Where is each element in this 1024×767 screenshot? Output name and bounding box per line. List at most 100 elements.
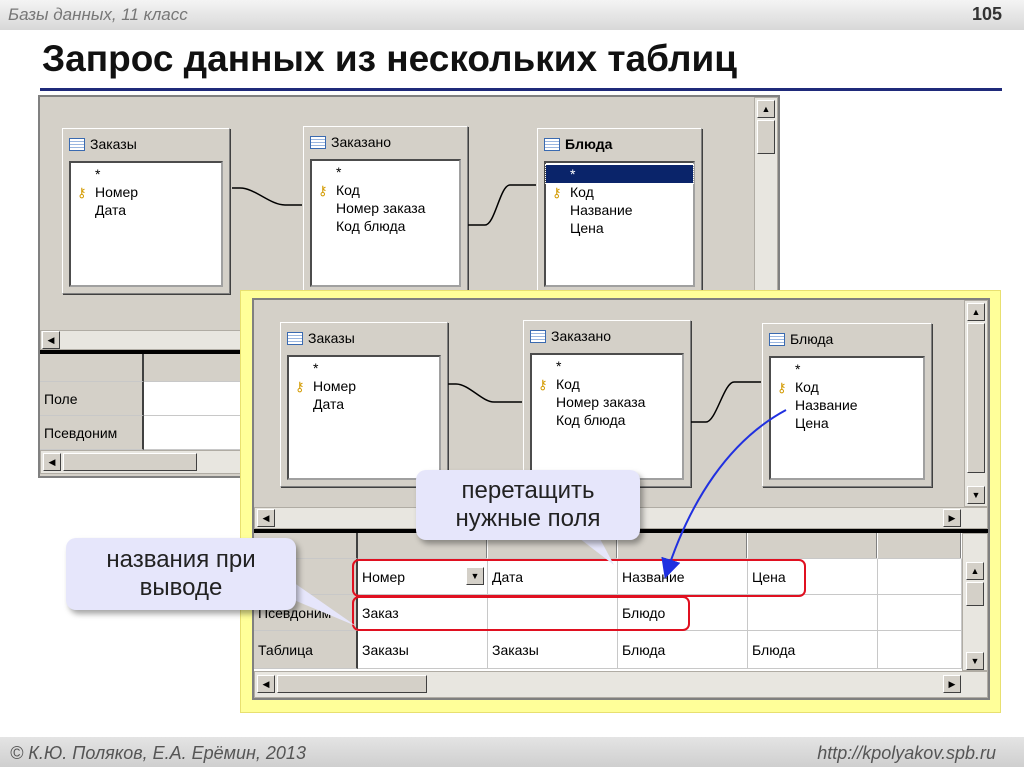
scroll-up-icon[interactable]: ▲ bbox=[967, 303, 985, 321]
grid-row-label: Таблица bbox=[254, 631, 358, 669]
scroll-left-icon[interactable]: ◀ bbox=[43, 453, 61, 471]
field-name: Номер заказа bbox=[336, 200, 426, 216]
scroll-right-icon[interactable]: ▶ bbox=[943, 675, 961, 693]
field-item[interactable]: Дата bbox=[71, 201, 221, 219]
vertical-scrollbar[interactable]: ▲ ▼ bbox=[964, 300, 988, 507]
field-item[interactable]: * bbox=[771, 360, 923, 378]
grid-cell-text: Блюда bbox=[622, 642, 666, 658]
table-name: Заказы bbox=[308, 330, 355, 346]
alias-callout: названия при выводе bbox=[66, 538, 296, 610]
grid-cell[interactable]: Номер ▼ bbox=[358, 559, 488, 595]
grid-cell[interactable]: Заказы bbox=[358, 631, 488, 669]
table-name: Заказано bbox=[331, 134, 392, 150]
field-name: Дата bbox=[95, 202, 127, 218]
scroll-thumb[interactable] bbox=[63, 453, 197, 471]
field-item[interactable]: ⚷Код bbox=[546, 183, 693, 201]
field-name: Цена bbox=[795, 415, 829, 431]
grid-row-label: Поле bbox=[40, 382, 144, 416]
grid-cell[interactable] bbox=[878, 533, 962, 559]
scroll-left-icon[interactable]: ◀ bbox=[42, 331, 60, 349]
field-item[interactable]: Код блюда bbox=[312, 217, 459, 235]
field-name: Цена bbox=[570, 220, 604, 236]
scroll-right-icon[interactable]: ▶ bbox=[943, 509, 961, 527]
field-item[interactable]: * bbox=[312, 163, 459, 181]
table-header[interactable]: Заказы bbox=[63, 129, 229, 159]
grid-cell[interactable] bbox=[878, 595, 962, 631]
field-item[interactable]: ⚷Код bbox=[771, 378, 923, 396]
scroll-up-icon[interactable]: ▲ bbox=[966, 562, 984, 580]
table-icon bbox=[530, 329, 546, 343]
field-name: Дата bbox=[313, 396, 345, 412]
table-header[interactable]: Заказано bbox=[524, 321, 690, 351]
field-name: * bbox=[336, 164, 342, 180]
grid-cell-text: Номер bbox=[362, 569, 406, 585]
table-header[interactable]: Блюда bbox=[763, 324, 931, 354]
course-name: Базы данных, 11 класс bbox=[8, 5, 188, 24]
field-name: * bbox=[795, 361, 801, 377]
field-item[interactable]: Цена bbox=[771, 414, 923, 432]
scroll-up-icon[interactable]: ▲ bbox=[757, 100, 775, 118]
scroll-left-icon[interactable]: ◀ bbox=[257, 675, 275, 693]
scroll-thumb[interactable] bbox=[966, 582, 984, 606]
field-item[interactable]: ⚷Номер bbox=[71, 183, 221, 201]
field-item[interactable]: Номер заказа bbox=[532, 393, 682, 411]
relationship-line bbox=[691, 381, 761, 423]
scroll-thumb[interactable] bbox=[967, 323, 985, 473]
table-icon bbox=[769, 332, 785, 346]
table-header[interactable]: Заказы bbox=[281, 323, 447, 353]
field-name: Код блюда bbox=[336, 218, 406, 234]
field-item[interactable]: Номер заказа bbox=[312, 199, 459, 217]
field-item[interactable]: Код блюда bbox=[532, 411, 682, 429]
field-name: * bbox=[570, 166, 576, 182]
grid-cell-text: Блюдо bbox=[622, 605, 666, 621]
table-icon bbox=[310, 135, 326, 149]
field-item[interactable]: Дата bbox=[289, 395, 439, 413]
grid-cell[interactable]: Дата bbox=[488, 559, 618, 595]
dropdown-arrow-icon[interactable]: ▼ bbox=[466, 567, 484, 585]
grid-cell[interactable]: Блюда bbox=[618, 631, 748, 669]
field-item[interactable]: * bbox=[71, 165, 221, 183]
page-number: 105 bbox=[971, 4, 1002, 24]
site-url[interactable]: http://kpolyakov.spb.ru bbox=[817, 743, 996, 763]
field-item[interactable]: * bbox=[545, 164, 694, 184]
grid-cell[interactable] bbox=[878, 559, 962, 595]
table-name: Заказано bbox=[551, 328, 612, 344]
grid-cell[interactable]: Блюда bbox=[748, 631, 878, 669]
grid-cell[interactable] bbox=[748, 595, 878, 631]
table-icon bbox=[544, 137, 560, 151]
table-header[interactable]: Заказано bbox=[304, 127, 467, 157]
scroll-thumb[interactable] bbox=[277, 675, 427, 693]
field-item[interactable]: Название bbox=[771, 396, 923, 414]
grid-horizontal-scrollbar[interactable]: ◀ ▶ bbox=[254, 671, 988, 698]
field-item[interactable]: ⚷Код bbox=[312, 181, 459, 199]
field-item[interactable]: ⚷Код bbox=[532, 375, 682, 393]
field-item[interactable]: * bbox=[289, 359, 439, 377]
alias-row-highlight bbox=[352, 596, 690, 631]
grid-cell[interactable]: Заказы bbox=[488, 631, 618, 669]
scroll-thumb[interactable] bbox=[757, 120, 775, 154]
scroll-down-icon[interactable]: ▼ bbox=[967, 486, 985, 504]
grid-vertical-scrollbar[interactable]: ▲ ▼ bbox=[962, 533, 988, 671]
field-item[interactable]: Название bbox=[546, 201, 693, 219]
grid-cell[interactable] bbox=[878, 631, 962, 669]
field-item[interactable]: * bbox=[532, 357, 682, 375]
scroll-left-icon[interactable]: ◀ bbox=[257, 509, 275, 527]
grid-cell[interactable] bbox=[618, 533, 748, 559]
grid-cell[interactable] bbox=[748, 533, 878, 559]
field-item[interactable]: Цена bbox=[546, 219, 693, 237]
scroll-down-icon[interactable]: ▼ bbox=[966, 652, 984, 670]
field-item[interactable]: ⚷Номер bbox=[289, 377, 439, 395]
table-header[interactable]: Блюда bbox=[538, 129, 701, 159]
